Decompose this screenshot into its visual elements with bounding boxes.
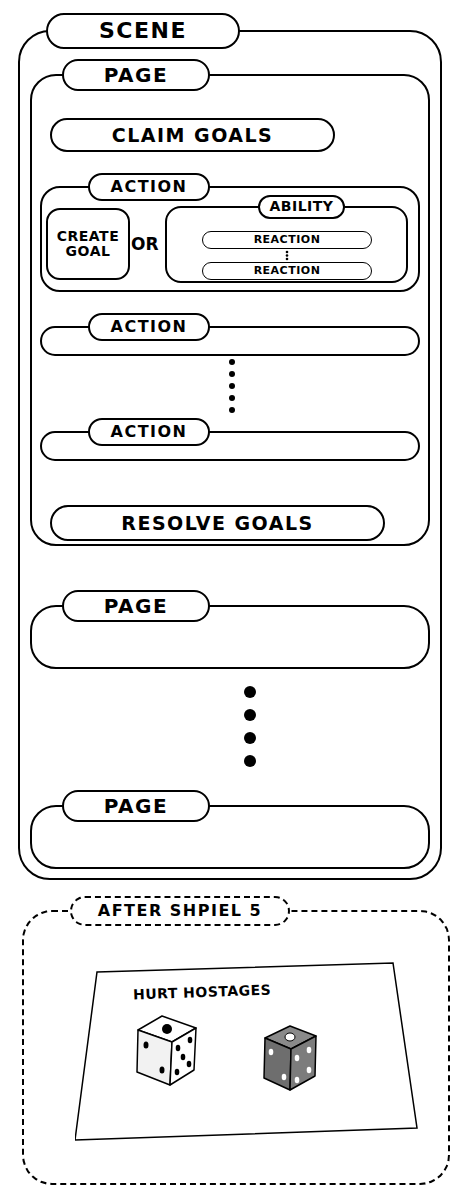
die-grey xyxy=(264,1026,316,1090)
scene-box: CLAIM GOALS CREATE GOAL REACTION REACTION AB… xyxy=(18,30,442,880)
tab-label: ACTION xyxy=(111,318,188,336)
goal-pill: RESOLVE GOALS xyxy=(50,505,385,541)
tab-pill: PAGE xyxy=(62,790,210,822)
card-title: HURT HOSTAGES xyxy=(133,983,272,1003)
goal-pill: CLAIM GOALS xyxy=(50,118,335,152)
tab-label: AFTER SHPIEL 5 xyxy=(98,902,262,920)
card: HURT HOSTAGES xyxy=(75,962,420,1142)
page-box: PAGE xyxy=(30,805,430,869)
create-goal-box: CREATE GOAL xyxy=(46,208,130,280)
action-box: ACTION xyxy=(40,326,420,356)
dashed-region: HURT HOSTAGESAFTER SHPIEL 5 xyxy=(22,910,450,1185)
tab-pill: ACTION xyxy=(88,313,210,341)
tab-pill: PAGE xyxy=(62,590,210,622)
tab-label: PAGE xyxy=(104,795,168,817)
or-label: OR xyxy=(131,234,159,254)
page-box: CLAIM GOALS CREATE GOAL REACTION REACTION AB… xyxy=(30,74,430,546)
card-outline xyxy=(75,963,417,1140)
tab-pill: ABILITY xyxy=(258,195,345,219)
page-box: PAGE xyxy=(30,605,430,669)
tab-pill: ACTION xyxy=(88,173,210,201)
tab-pill: AFTER SHPIEL 5 xyxy=(70,896,290,926)
action-box: ACTION xyxy=(40,431,420,461)
tab-pill: PAGE xyxy=(62,59,210,91)
ellipsis-dots xyxy=(286,251,289,261)
box-label: CLAIM GOALS xyxy=(112,125,274,146)
die-white xyxy=(137,1016,196,1085)
tab-label: PAGE xyxy=(104,595,168,617)
box-label: REACTION xyxy=(254,265,321,277)
reaction-pill: REACTION xyxy=(202,231,372,249)
box-label: RESOLVE GOALS xyxy=(121,513,313,534)
tab-label: SCENE xyxy=(99,19,187,43)
ellipsis-dots xyxy=(244,686,256,767)
tab-pill: SCENE xyxy=(46,13,240,49)
action-box: CREATE GOALREACTIONREACTIONABILITYACTION xyxy=(40,186,420,292)
label-holder: OR xyxy=(131,235,159,254)
box-label: CREATE GOAL xyxy=(48,229,128,260)
tab-label: ACTION xyxy=(111,423,188,441)
ability-box: REACTIONREACTIONABILITY xyxy=(165,206,408,283)
tab-label: PAGE xyxy=(104,64,168,86)
tab-label: ACTION xyxy=(111,178,188,196)
tab-pill: ACTION xyxy=(88,418,210,446)
box-label: REACTION xyxy=(254,234,321,246)
tab-label: ABILITY xyxy=(269,199,333,214)
ellipsis-dots xyxy=(229,359,235,413)
reaction-pill: REACTION xyxy=(202,262,372,280)
